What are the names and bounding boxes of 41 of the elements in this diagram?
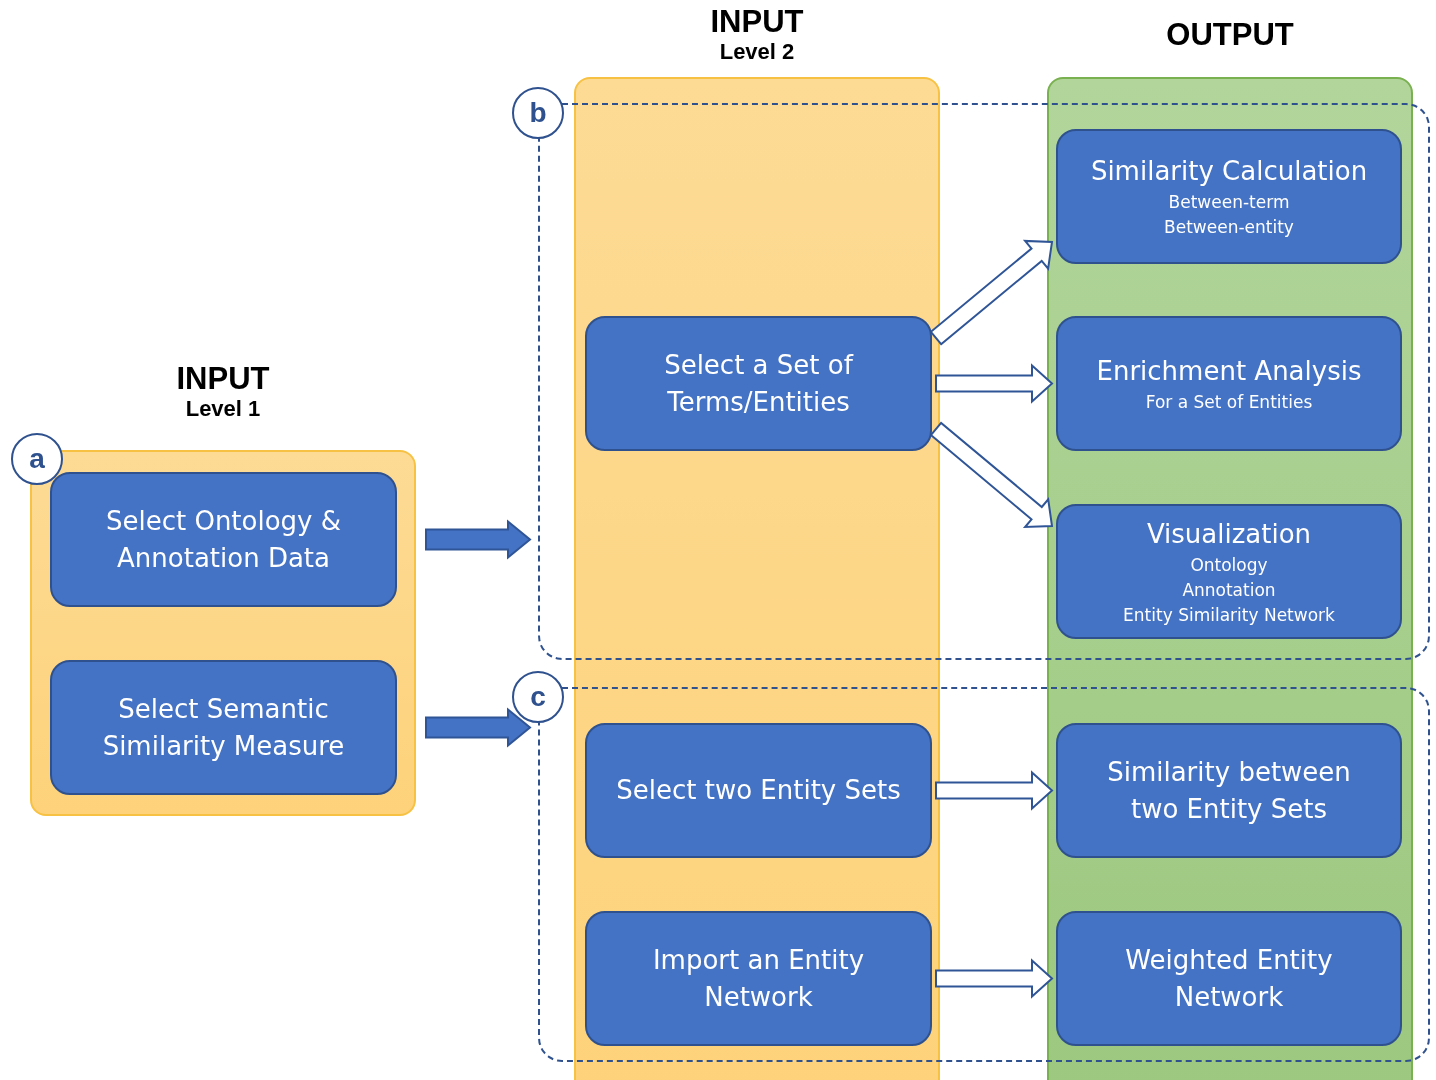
box-title: Select Semantic Similarity Measure <box>101 692 346 763</box>
column-subheading: Level 1 <box>185 396 261 422</box>
block-arrow <box>935 770 1054 811</box>
block-arrow <box>425 519 532 560</box>
process-box <box>585 316 932 451</box>
column-heading: INPUT <box>176 362 270 396</box>
box-title: Similarity between two Entity Sets <box>1106 755 1352 826</box>
box-title: Import an Entity Network <box>651 943 866 1014</box>
column-subheading: Level 2 <box>719 39 795 65</box>
process-box <box>585 911 932 1046</box>
process-box <box>1056 911 1402 1046</box>
process-box <box>1056 316 1402 451</box>
block-arrow <box>935 363 1054 404</box>
process-box <box>585 723 932 858</box>
column-heading: OUTPUT <box>1166 18 1294 52</box>
block-arrow <box>425 707 532 748</box>
process-box <box>1056 723 1402 858</box>
box-title: Similarity Calculation <box>1090 155 1368 188</box>
region-letter: b <box>512 87 564 139</box>
box-title: Visualization <box>1146 517 1312 551</box>
box-detail: Ontology <box>1190 553 1268 577</box>
box-detail: Annotation <box>1182 578 1276 602</box>
region-letter: c <box>512 671 564 723</box>
process-box <box>50 472 397 607</box>
process-box <box>1056 129 1402 264</box>
box-detail: Entity Similarity Network <box>1123 603 1335 627</box>
box-detail: For a Set of Entities <box>1145 390 1313 414</box>
column-heading: INPUT <box>710 5 804 39</box>
box-title: Enrichment Analysis <box>1096 354 1362 388</box>
box-detail: Between-entity <box>1164 216 1294 239</box>
block-arrow <box>929 239 1054 346</box>
box-title: Select Ontology & Annotation Data <box>104 504 343 575</box>
box-detail: Between-term <box>1168 191 1290 214</box>
process-box <box>1056 504 1402 639</box>
box-title: Select a Set of Terms/Entities <box>663 348 855 419</box>
box-title: Select two Entity Sets <box>616 774 901 807</box>
block-arrow <box>935 958 1054 999</box>
process-box <box>50 660 397 795</box>
region-letter: a <box>11 433 63 485</box>
box-title: Weighted Entity Network <box>1124 943 1334 1014</box>
block-arrow <box>929 421 1054 529</box>
